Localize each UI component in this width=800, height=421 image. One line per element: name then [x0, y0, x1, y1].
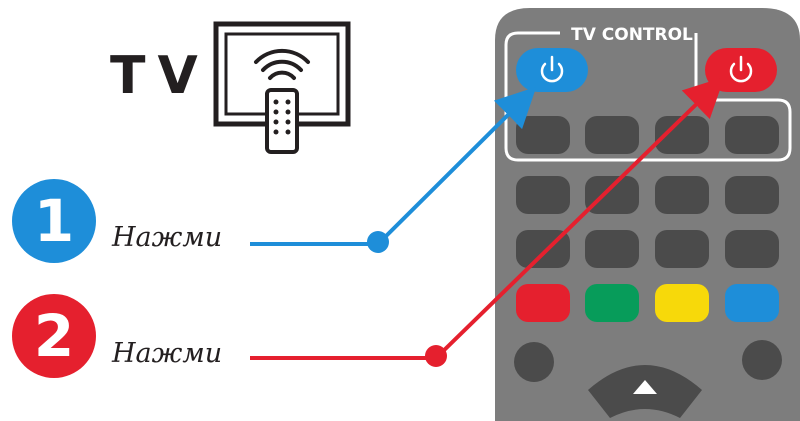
remote-button[interactable] [585, 230, 639, 268]
arrow-to-blue-power [250, 86, 537, 246]
arrow-to-red-power [250, 76, 725, 360]
color-key-button[interactable] [516, 284, 570, 322]
power-button-blue[interactable] [516, 48, 588, 92]
remote-button[interactable] [725, 116, 779, 154]
round-button-left[interactable] [514, 342, 554, 382]
step-2-text: Нажми [112, 338, 223, 369]
color-key-button[interactable] [655, 284, 709, 322]
color-key-button[interactable] [585, 284, 639, 322]
remote-button[interactable] [655, 116, 709, 154]
step-2-badge: 2 [12, 294, 96, 378]
remote-button[interactable] [585, 176, 639, 214]
tv-label: TV [110, 46, 210, 106]
round-button-right[interactable] [742, 340, 782, 380]
remote-button[interactable] [655, 176, 709, 214]
tv-with-remote-icon [213, 21, 351, 154]
arrow-up-icon [633, 380, 657, 394]
remote-button[interactable] [725, 176, 779, 214]
remote-button[interactable] [585, 116, 639, 154]
power-icon [729, 55, 753, 83]
power-icon [540, 55, 564, 83]
remote-button[interactable] [655, 230, 709, 268]
step-1-badge: 1 [12, 179, 96, 263]
remote-button[interactable] [725, 230, 779, 268]
remote-section-title: TV CONTROL [571, 25, 693, 45]
remote-button[interactable] [516, 176, 570, 214]
step-1-text: Нажми [112, 222, 223, 253]
color-key-button[interactable] [725, 284, 779, 322]
nav-up-button[interactable] [588, 365, 702, 418]
